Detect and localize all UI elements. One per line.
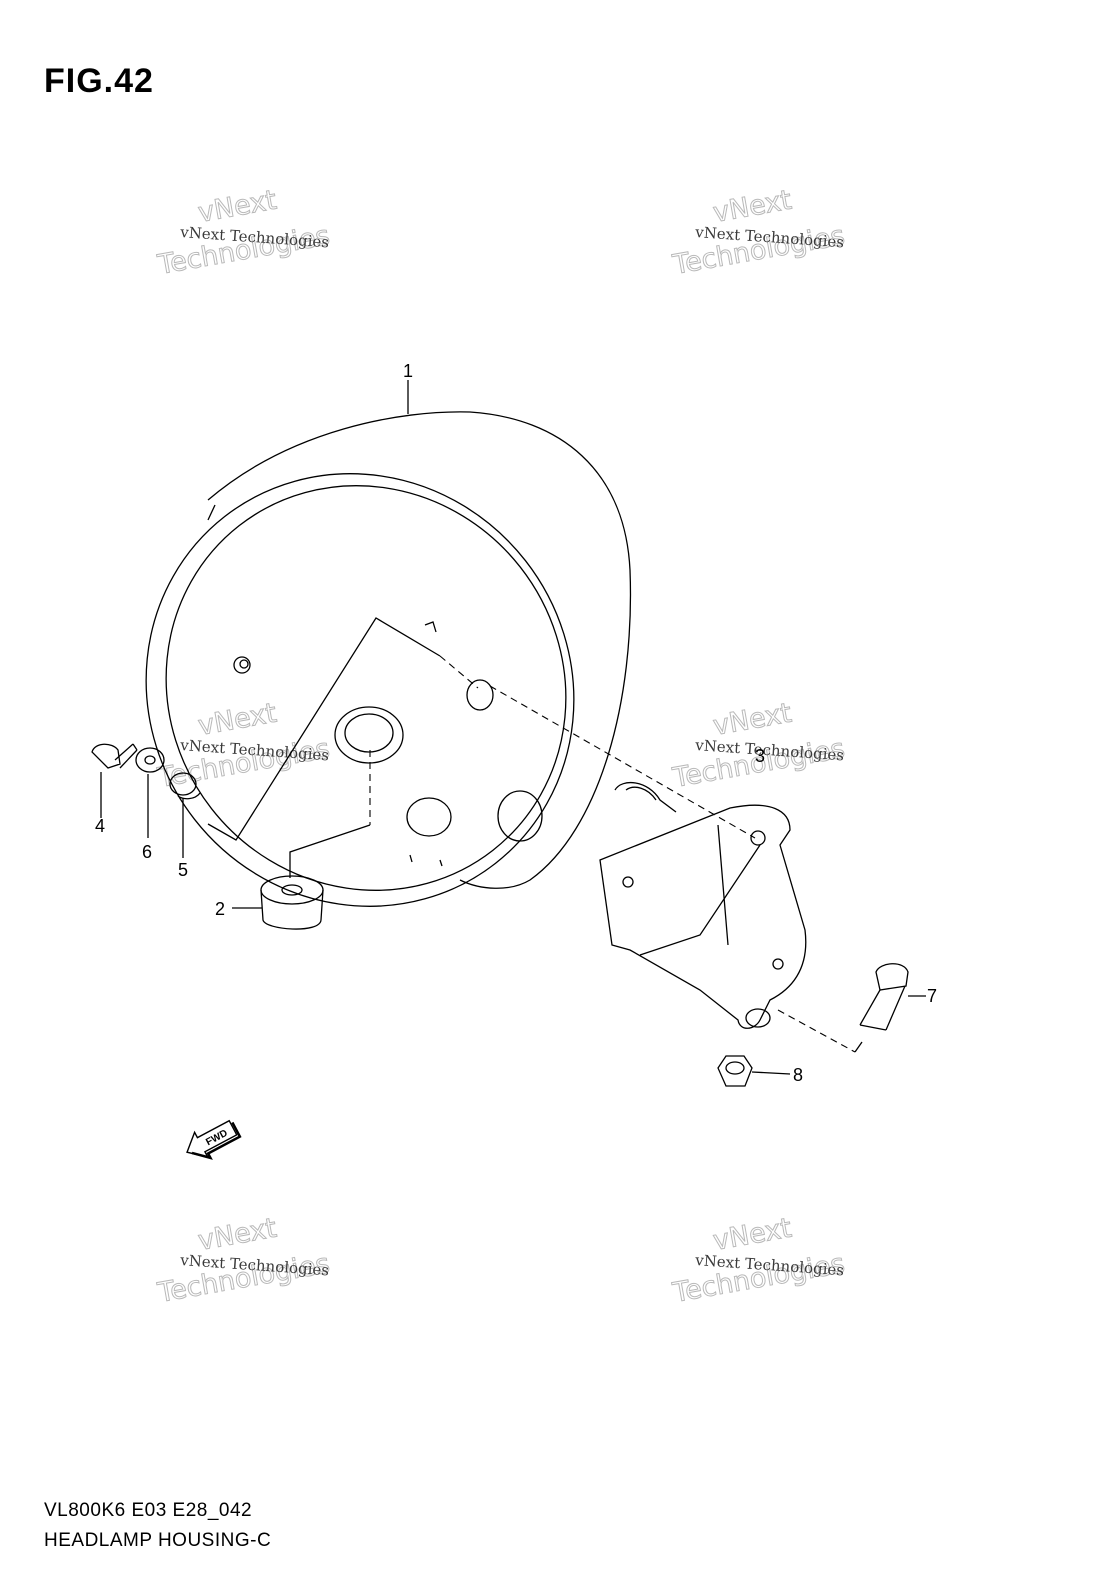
grommet-part (260, 875, 324, 930)
bolt-7-part (859, 963, 909, 1031)
watermark-top-left: vNext Technologies vNext Technologies (154, 184, 332, 281)
watermark-middle-left: vNext Technologies vNext Technologies (154, 697, 332, 794)
callout-8: 8 (793, 1065, 803, 1085)
leader-lines (100, 380, 926, 1075)
callout-3: 3 (755, 746, 765, 766)
nut-part (717, 1055, 753, 1087)
watermark-bottom-right: vNext Technologies vNext Technologies (669, 1212, 847, 1309)
callout-1: 1 (403, 361, 413, 381)
callout-7: 7 (927, 986, 937, 1006)
watermark-bottom-left: vNext Technologies vNext Technologies (154, 1212, 332, 1309)
model-code: VL800K6 E03 E28_042 (44, 1500, 253, 1521)
watermark-big-line1: vNext (196, 185, 279, 229)
figure-title: FIG.42 (44, 62, 154, 100)
watermark-top-right: vNext Technologies vNext Technologies (669, 184, 847, 281)
callout-4: 4 (95, 816, 105, 836)
watermark-big-line1: vNext (711, 698, 794, 742)
part-name: HEADLAMP HOUSING-C (44, 1530, 272, 1551)
watermark-big-line1: vNext (196, 1213, 279, 1257)
callout-2: 2 (215, 899, 225, 919)
washer-part (135, 747, 165, 773)
watermark-big-line1: vNext (711, 185, 794, 229)
bolt-part (91, 743, 138, 769)
collar-part (169, 772, 201, 800)
watermark-big-line1: vNext (711, 1213, 794, 1257)
headlamp-housing-part (145, 411, 632, 907)
bracket-part (599, 781, 807, 1029)
callout-6: 6 (142, 842, 152, 862)
forward-arrow-icon: FWD (186, 1119, 242, 1160)
callout-5: 5 (178, 860, 188, 880)
watermark-big-line1: vNext (196, 698, 279, 742)
